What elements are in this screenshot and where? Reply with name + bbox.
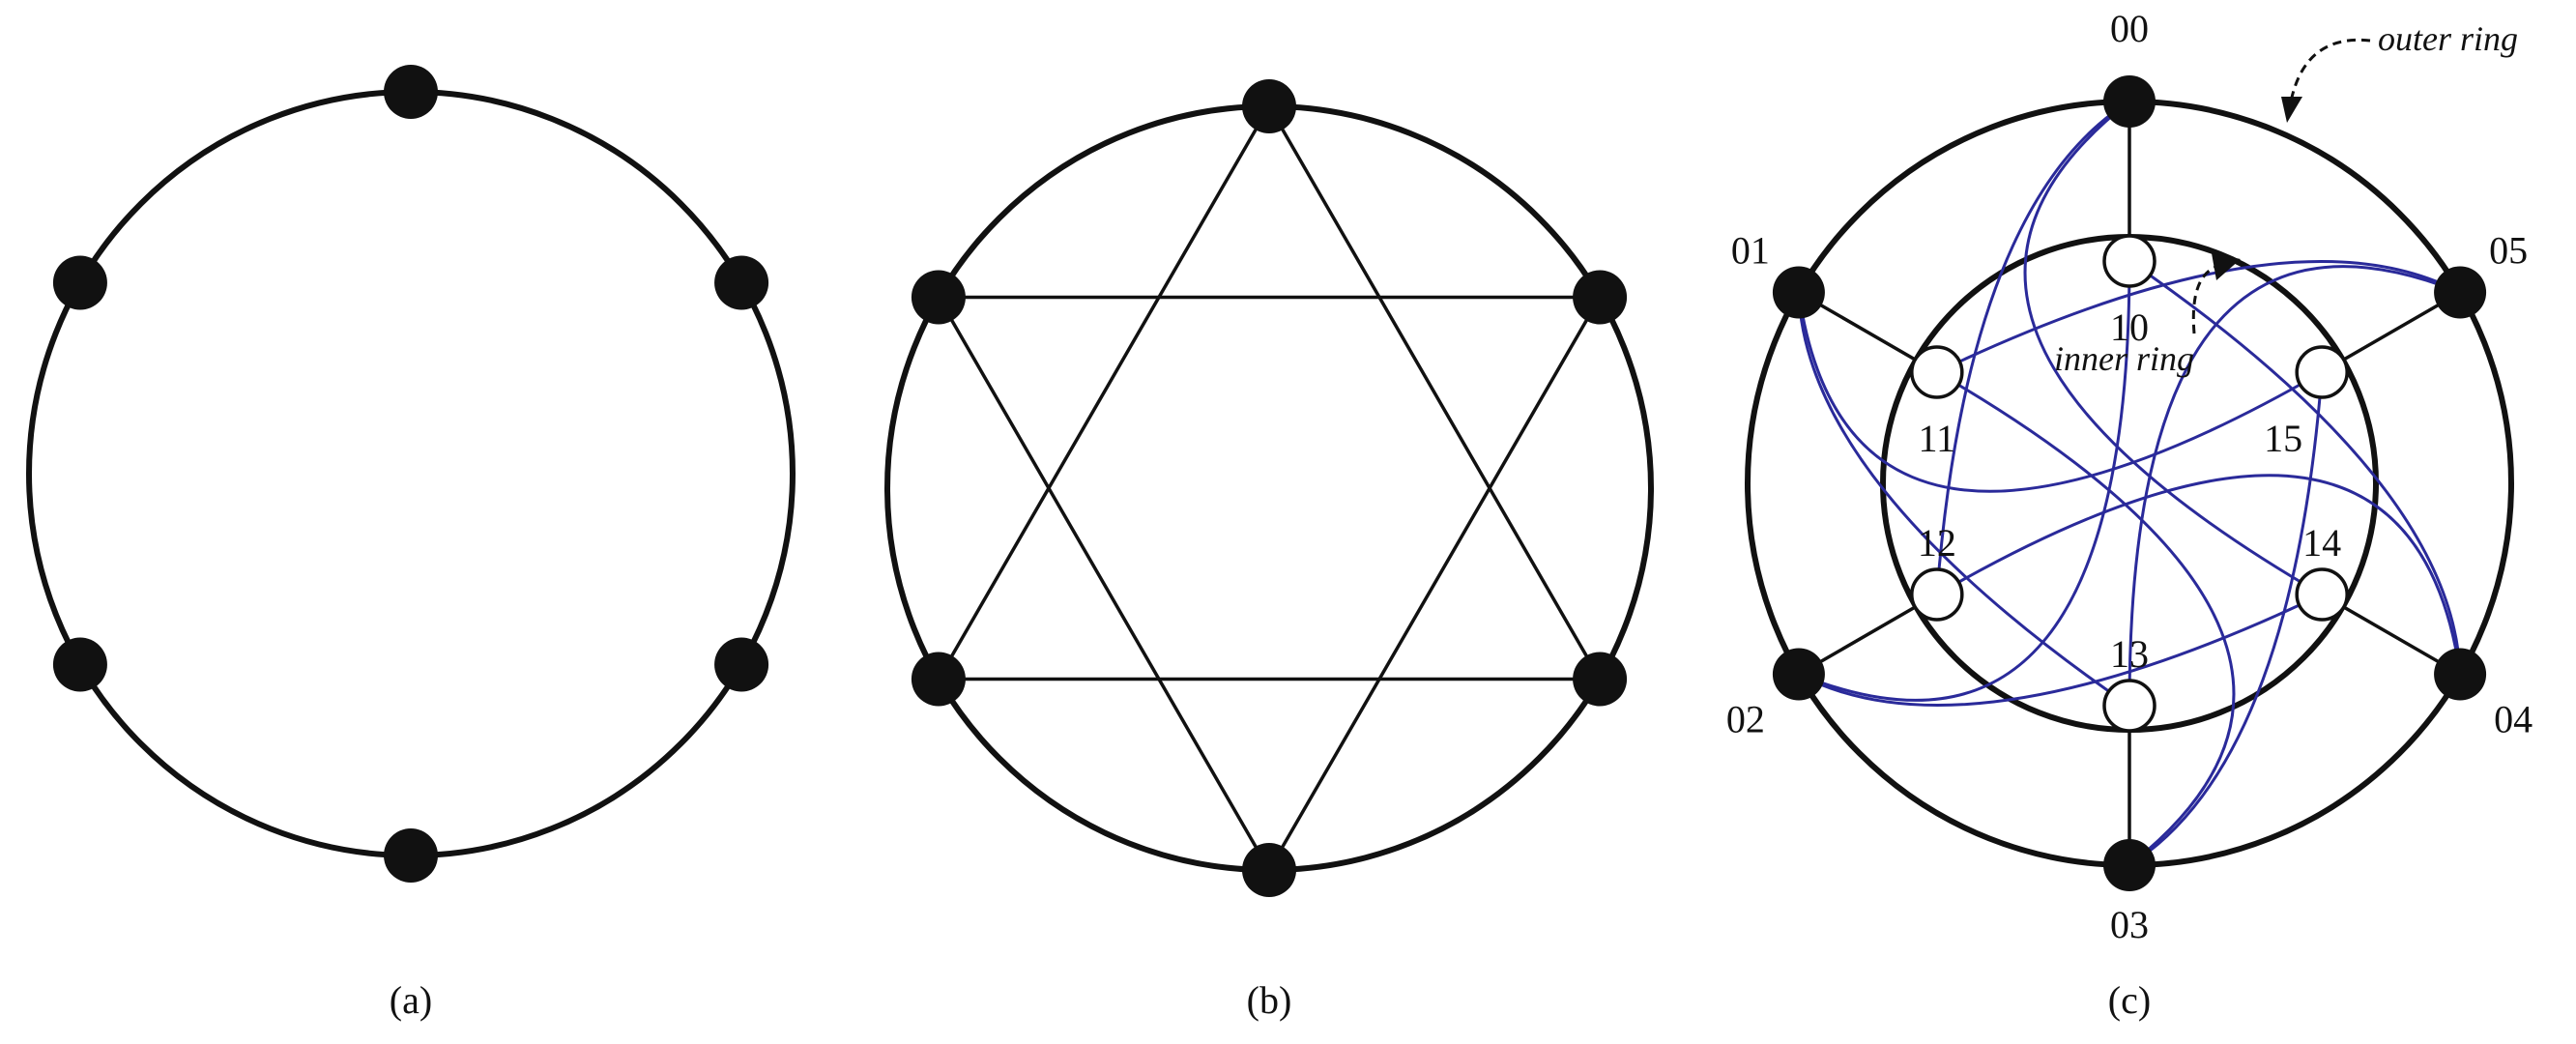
panel-a-node bbox=[52, 255, 107, 310]
panel-c-cross-link bbox=[1935, 100, 2130, 595]
panel-c-outer-node-label: 01 bbox=[1731, 229, 1770, 273]
panel-c-inner-node bbox=[1910, 567, 1964, 622]
panel-c-node-labels: 00 01 02 03 04 05 10 11 12 13 14 15 bbox=[1726, 7, 2533, 946]
panel-b-caption: (b) bbox=[1247, 978, 1292, 1022]
panel-c-outer-node bbox=[1772, 648, 1825, 701]
panel-a-ring: (a) bbox=[26, 65, 796, 1022]
panel-a-node bbox=[52, 637, 107, 692]
panel-c-inner-node-label: 11 bbox=[1919, 417, 1956, 460]
panel-c-outer-nodes bbox=[1772, 75, 2487, 891]
panel-c-cross-link bbox=[1936, 474, 2462, 675]
panel-c-inner-node bbox=[1910, 345, 1964, 399]
panel-c-outer-node-label: 05 bbox=[2489, 229, 2528, 273]
panel-b-node bbox=[1242, 79, 1296, 133]
panel-c-dual-ring: 00 01 02 03 04 05 10 11 12 13 14 15 outer ring inne… bbox=[1726, 7, 2533, 1022]
panel-b-node bbox=[911, 270, 966, 325]
panel-c-inner-node-label: 10 bbox=[2110, 305, 2149, 349]
panel-c-cross-link bbox=[1936, 370, 2236, 867]
panel-a-node bbox=[714, 255, 769, 310]
panel-c-outer-node bbox=[1772, 266, 1825, 319]
panel-c-inner-nodes bbox=[1910, 234, 2349, 733]
panel-b-ring-circle bbox=[884, 103, 1654, 873]
panel-c-spokes bbox=[1798, 102, 2461, 865]
panel-c-inner-node-label: 14 bbox=[2302, 521, 2341, 565]
panel-b-nodes bbox=[911, 79, 1628, 897]
outer-ring-label: outer ring bbox=[2378, 19, 2518, 58]
panel-c-inner-node-label: 13 bbox=[2110, 632, 2149, 676]
panel-c-cross-link bbox=[1797, 292, 2323, 493]
panel-a-node bbox=[384, 828, 438, 883]
panel-b-node bbox=[1573, 270, 1628, 325]
panel-c-inner-node-label: 15 bbox=[2264, 417, 2302, 460]
panel-a-nodes bbox=[52, 65, 769, 883]
panel-c-cross-link bbox=[1798, 593, 2323, 707]
panel-b-ring-with-chords: (b) bbox=[884, 79, 1654, 1022]
panel-c-inner-node bbox=[2295, 345, 2349, 399]
panel-c-inner-node bbox=[2295, 567, 2349, 622]
panel-b-chord bbox=[937, 296, 1271, 871]
panel-c-outer-node bbox=[2103, 839, 2156, 891]
panel-c-outer-node bbox=[2434, 266, 2487, 319]
panel-a-node bbox=[714, 637, 769, 692]
panel-a-caption: (a) bbox=[390, 978, 432, 1022]
panel-b-chord bbox=[937, 105, 1271, 681]
panel-c-cross-link bbox=[2128, 259, 2462, 675]
panel-c-outer-node-label: 00 bbox=[2110, 7, 2149, 50]
panel-c-outer-node-label: 02 bbox=[1726, 698, 1765, 741]
panel-b-node bbox=[1242, 843, 1296, 897]
panel-c-inner-node bbox=[2102, 679, 2156, 733]
panel-b-chord bbox=[1267, 105, 1602, 681]
panel-c-cross-link bbox=[1798, 260, 2131, 702]
panel-c-cross-link bbox=[1797, 292, 2130, 708]
panel-c-cross-link bbox=[1936, 260, 2461, 374]
panel-c-cross-link bbox=[2023, 100, 2323, 596]
inner-ring-annotation: inner ring bbox=[2054, 253, 2241, 378]
outer-ring-arrow-head bbox=[2281, 97, 2302, 123]
panel-c-outer-node bbox=[2103, 75, 2156, 128]
outer-ring-arrow-line bbox=[2289, 38, 2371, 102]
inner-ring-arrow-line bbox=[2191, 264, 2219, 334]
panel-a-ring-circle bbox=[26, 89, 796, 858]
panel-b-node bbox=[1573, 652, 1628, 707]
panel-c-inner-node bbox=[2102, 234, 2156, 288]
inner-ring-arrow-head bbox=[2212, 253, 2241, 280]
panel-b-chords bbox=[937, 105, 1602, 871]
panel-a-node bbox=[384, 65, 438, 119]
panel-c-outer-node-label: 03 bbox=[2110, 903, 2149, 946]
outer-ring-annotation: outer ring bbox=[2281, 19, 2518, 123]
panel-c-cross-links bbox=[1797, 100, 2462, 867]
panel-c-cross-link bbox=[2127, 265, 2461, 707]
panel-c-cross-link bbox=[2128, 371, 2324, 867]
panel-c-inner-node-label: 12 bbox=[1918, 521, 1956, 565]
panel-c-caption: (c) bbox=[2108, 978, 2151, 1022]
inner-ring-label: inner ring bbox=[2054, 339, 2194, 378]
panel-b-chord bbox=[1267, 296, 1602, 871]
panel-c-outer-node-label: 04 bbox=[2494, 698, 2533, 741]
panel-b-node bbox=[911, 652, 966, 707]
panel-c-outer-node bbox=[2434, 648, 2487, 701]
